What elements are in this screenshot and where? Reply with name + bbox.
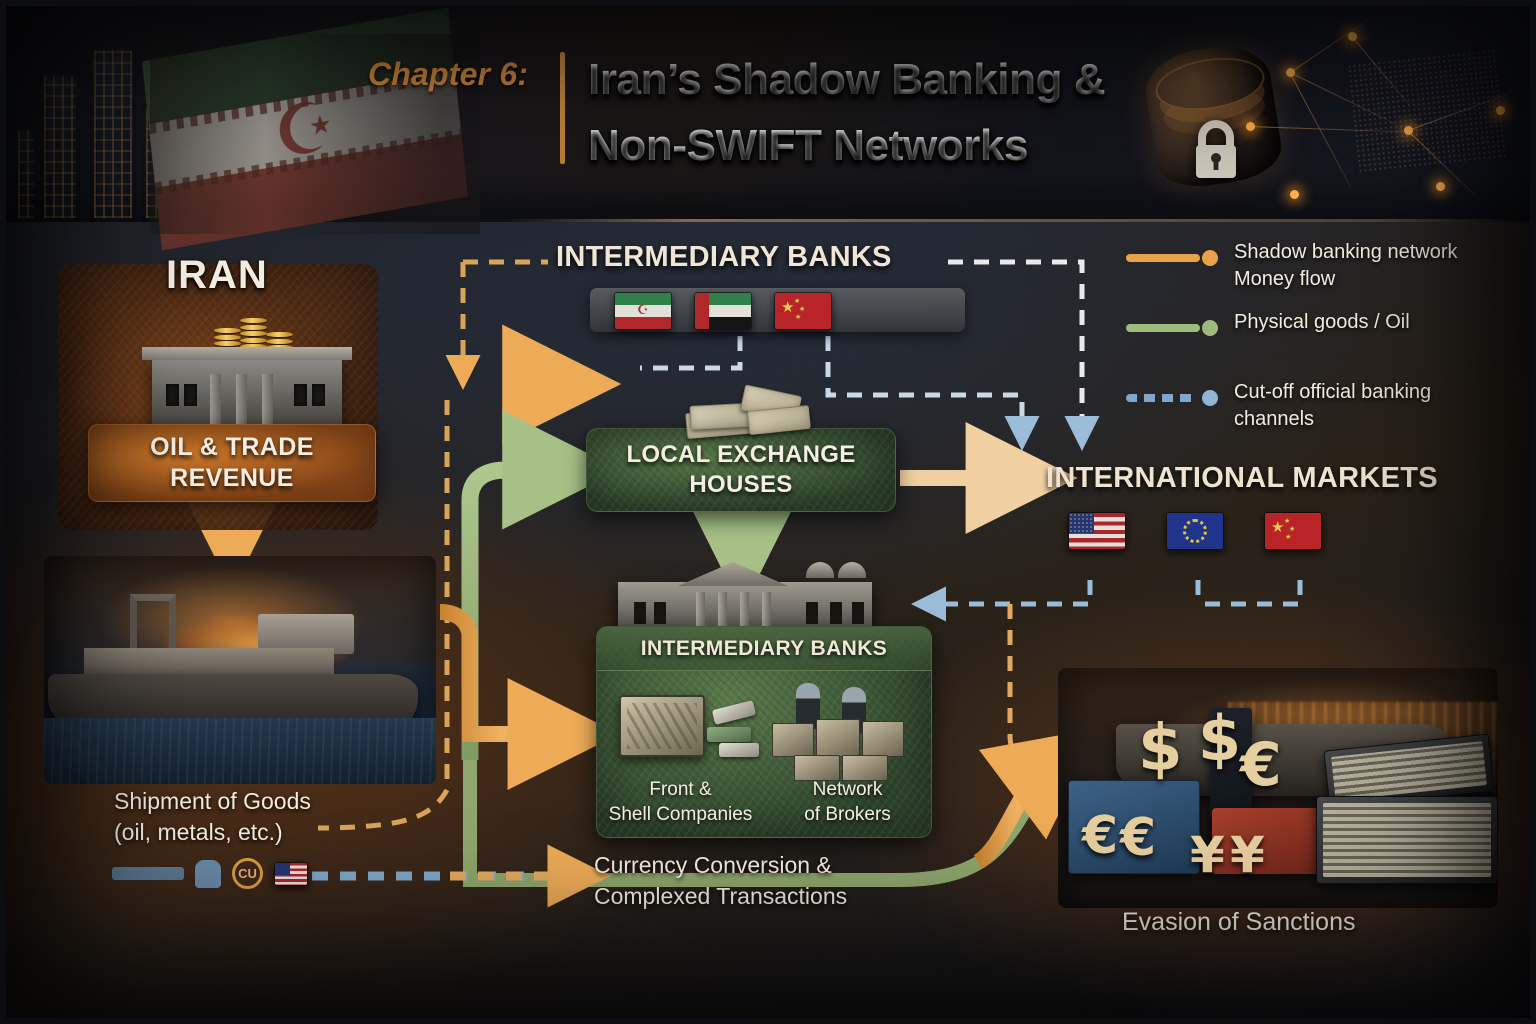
cash-stack-icon	[684, 384, 814, 444]
money-briefcase-icon	[1316, 796, 1498, 884]
node-label-intermediary-banks-top: INTERMEDIARY BANKS	[556, 241, 892, 273]
flow-label-currency-conversion: Currency Conversion &Complexed Transacti…	[594, 852, 848, 909]
legend-swatch-orange	[1126, 250, 1218, 266]
interm-caption-shell-companies: Front &Shell Companies	[608, 779, 753, 825]
currency-symbol-usd: $	[1198, 702, 1242, 775]
node-label-international-markets: INTERNATIONAL MARKETS	[1046, 462, 1438, 494]
currency-symbol-usd: $	[1138, 712, 1183, 786]
cash-crate-icon	[619, 695, 705, 757]
title-divider	[560, 52, 565, 164]
legend-swatch-green	[1126, 320, 1218, 336]
currency-symbol-eur: €	[1120, 808, 1157, 868]
currency-symbol-eur: €	[1240, 730, 1282, 800]
us-flag-icon	[1068, 512, 1126, 550]
blue-bar-icon	[112, 867, 184, 880]
node-label-intermediary-banks-lower: INTERMEDIARY BANKS	[640, 636, 888, 660]
chapter-label: Chapter 6:	[368, 56, 529, 92]
china-flag-icon: ★ ★ ★ ★	[1264, 512, 1322, 550]
international-markets-flags: ★ ★ ★ ★	[1068, 512, 1322, 550]
eu-flag-icon	[1166, 512, 1224, 550]
us-flag-icon-small	[274, 861, 308, 886]
padlock-icon	[1196, 120, 1236, 178]
legend-item-physical-goods: Physical goods / Oil	[1126, 311, 1526, 358]
intermediary-banks-lower-header: INTERMEDIARY BANKS	[597, 627, 931, 671]
evasion-of-sanctions-scene: $ $ € € € ¥ ¥	[1058, 668, 1498, 908]
micro-icon-row: CU	[112, 858, 308, 889]
node-label-evasion-of-sanctions: Evasion of Sanctions	[1122, 908, 1356, 936]
legend-label-physical-goods: Physical goods / Oil	[1234, 311, 1410, 333]
header-rule	[500, 219, 1536, 222]
china-flag-icon: ★ ★ ★ ★	[774, 292, 832, 330]
interm-column-shell-companies: Front &Shell Companies	[597, 671, 764, 839]
cu-badge-label: CU	[238, 866, 257, 881]
title-line-2: Non-SWIFT Networks	[588, 113, 1208, 179]
legend-swatch-blue-dashed	[1126, 390, 1218, 406]
node-intermediary-banks-lower[interactable]: INTERMEDIARY BANKS Front &Shell Companie…	[596, 626, 932, 838]
page-title: Iran’s Shadow Banking & Non-SWIFT Networ…	[588, 47, 1208, 179]
data-dot-grid	[1346, 48, 1508, 174]
node-label-iran: IRAN	[166, 253, 268, 297]
cu-badge-icon: CU	[232, 858, 263, 889]
iran-flag-icon: ☪	[614, 292, 672, 330]
network-nodes-icon	[1230, 18, 1536, 220]
person-bag-icon	[195, 859, 221, 888]
flag-fade-overlay	[150, 34, 480, 234]
currency-symbol-eur: €	[1082, 806, 1119, 866]
flow-label-shipment-of-goods: Shipment of Goods(oil, metals, etc.)	[114, 788, 311, 845]
intermediary-banks-flags: ☪ ★ ★ ★ ★	[614, 292, 832, 330]
currency-symbol-jpy: ¥	[1190, 826, 1225, 884]
currency-symbol-jpy: ¥	[1230, 826, 1265, 884]
uae-flag-icon	[694, 292, 752, 330]
cash-bag-icon	[1068, 780, 1200, 874]
oil-tanker-ship-icon	[44, 556, 436, 784]
title-line-1: Iran’s Shadow Banking &	[588, 47, 1208, 113]
